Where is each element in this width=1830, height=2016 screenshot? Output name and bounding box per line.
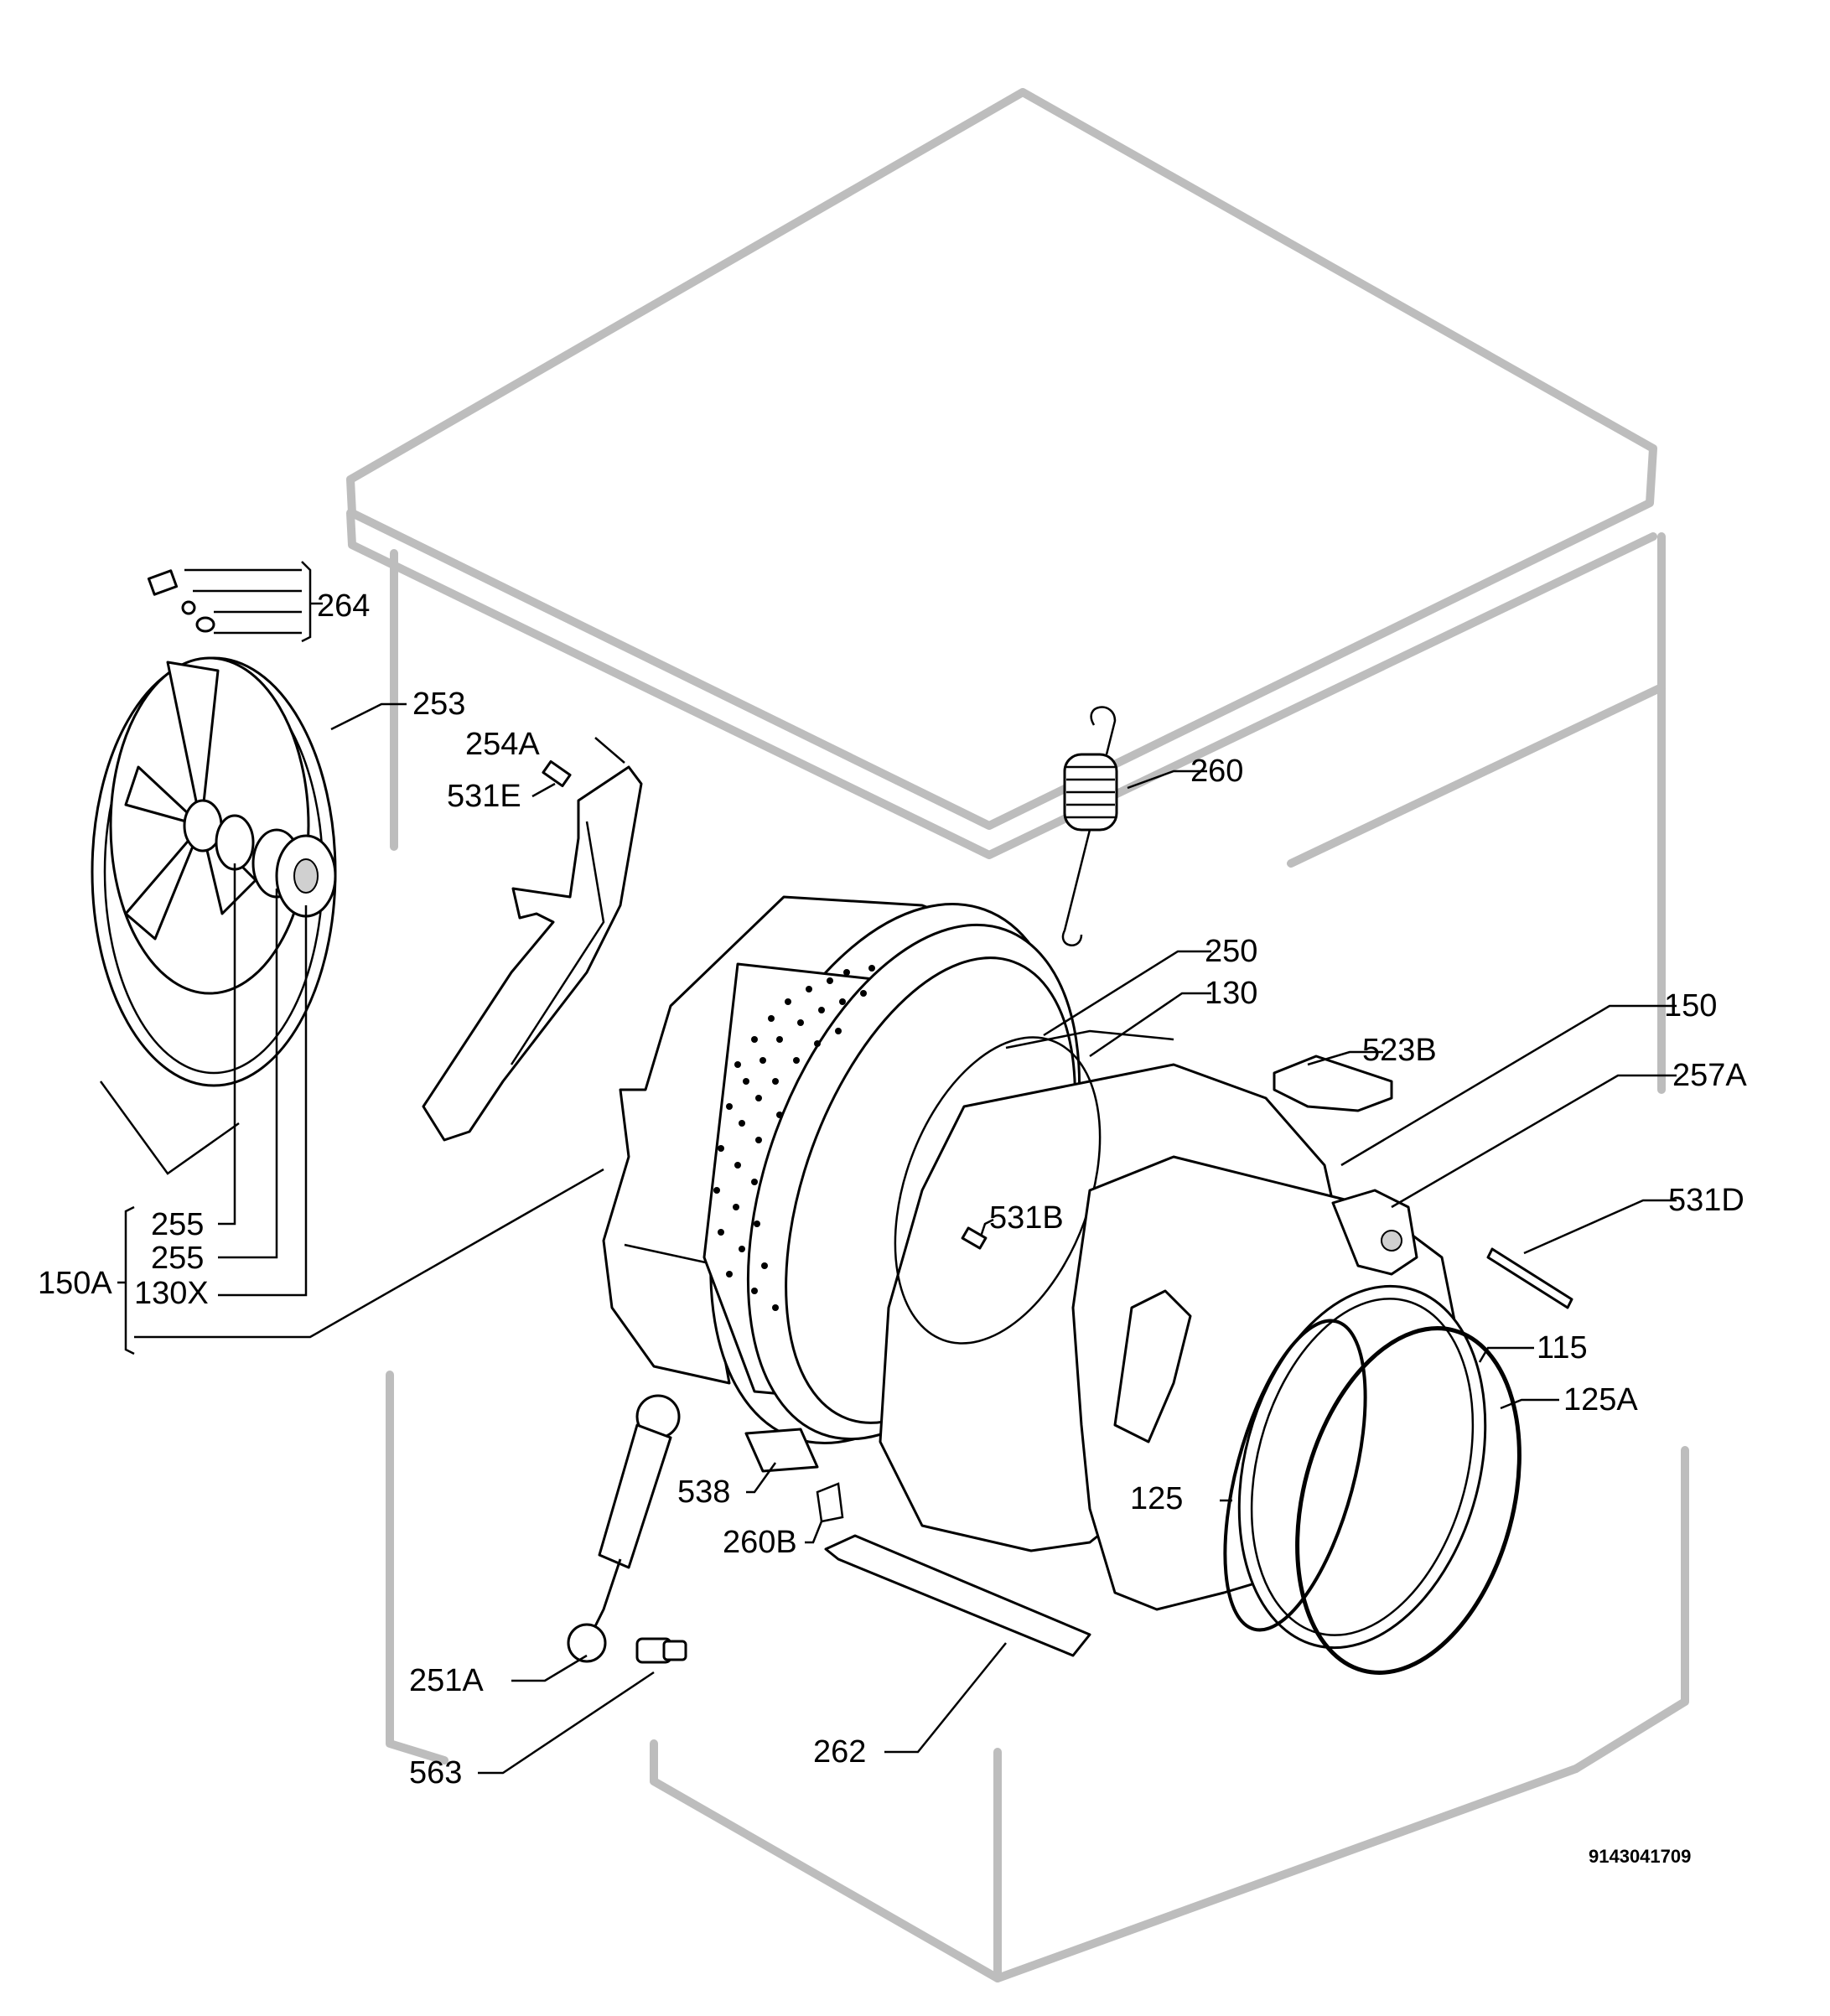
leader-lines: [117, 561, 1677, 1775]
label-531E: 531E: [447, 779, 521, 814]
label-531D: 531D: [1668, 1183, 1744, 1218]
cabinet-left-lower: [386, 1371, 448, 1765]
label-130X: 130X: [134, 1276, 209, 1311]
label-115: 115: [1537, 1330, 1588, 1366]
part-538: [744, 1428, 819, 1473]
label-253: 253: [412, 687, 465, 722]
bolt-563: [635, 1637, 687, 1664]
label-523B: 523B: [1362, 1033, 1437, 1068]
label-563: 563: [409, 1755, 462, 1791]
cabinet-front-corner: [1287, 683, 1666, 868]
label-255-b: 255: [151, 1241, 204, 1276]
label-125: 125: [1130, 1481, 1183, 1516]
label-257A: 257A: [1672, 1058, 1747, 1093]
screw-531B: [961, 1226, 988, 1250]
label-538: 538: [677, 1474, 730, 1510]
cabinet-top-edge: [346, 509, 1657, 859]
clamp-ring-125A: [1295, 1326, 1522, 1675]
label-125A: 125A: [1563, 1382, 1638, 1417]
label-531B: 531B: [989, 1200, 1064, 1236]
label-130: 130: [1205, 976, 1257, 1011]
label-250: 250: [1205, 934, 1257, 969]
clamp-ring-125: [1223, 1319, 1367, 1632]
bearing-and-seal-set: [215, 814, 337, 918]
clip-523B: [1273, 1055, 1393, 1112]
label-150: 150: [1664, 988, 1717, 1024]
label-264: 264: [317, 588, 370, 624]
label-260B: 260B: [723, 1525, 797, 1560]
cabinet-top-panel: [346, 88, 1657, 830]
label-150A: 150A: [38, 1266, 112, 1301]
door-gasket-115: [1237, 1284, 1487, 1650]
cabinet-bottom-front: [650, 1739, 1580, 1982]
label-255-a: 255: [151, 1207, 204, 1242]
drawing-code: 9143041709: [1589, 1846, 1691, 1867]
cabinet-outline: [346, 88, 1689, 1982]
label-260: 260: [1190, 754, 1243, 789]
label-254A: 254A: [465, 727, 540, 762]
part-260B: [816, 1482, 844, 1523]
screw-washer-set-264: [147, 569, 215, 633]
shock-absorber-251A: [567, 1394, 681, 1663]
label-251A: 251A: [409, 1663, 484, 1698]
drum-perforations: [713, 965, 875, 1311]
part-262: [824, 1534, 1091, 1657]
tub-bracket-254A: [422, 765, 643, 1142]
bolt-531D: [1486, 1247, 1573, 1309]
cabinet-right-lower: [1572, 1446, 1689, 1773]
label-262: 262: [813, 1734, 866, 1770]
spring-260: [1061, 706, 1118, 946]
screw-531E: [542, 759, 572, 788]
